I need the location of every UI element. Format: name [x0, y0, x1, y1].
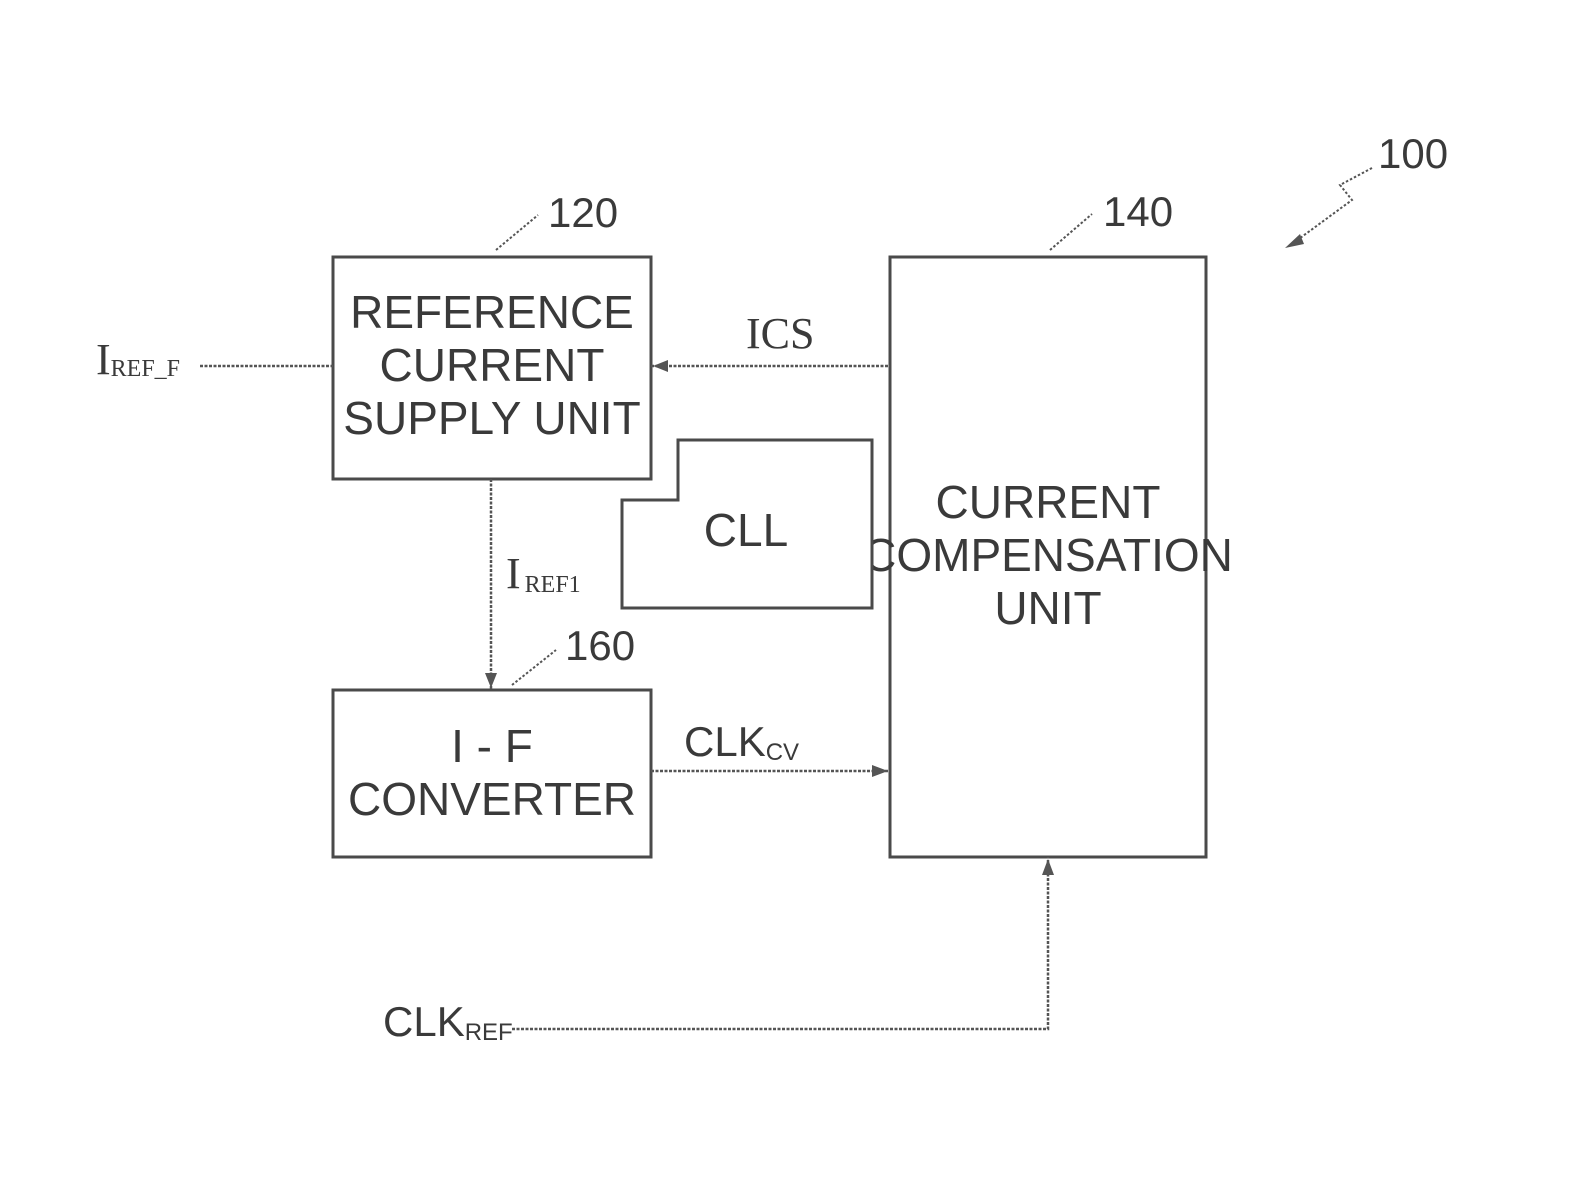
- block-label-line: I - F: [451, 720, 533, 772]
- signal-main: CLK: [383, 998, 465, 1045]
- signal-main: CLK: [684, 718, 766, 765]
- block-label-line: COMPENSATION: [863, 529, 1233, 581]
- signal-ics-label: ICS: [746, 309, 814, 358]
- cll-block: CLL: [622, 440, 872, 608]
- block-reference-leader: [1050, 214, 1092, 250]
- signal-main: I: [506, 549, 521, 598]
- signal-clk-ref-arrow: [1042, 859, 1054, 875]
- signal-iref1-label: IREF1: [506, 549, 581, 598]
- signal-clk-ref: CLKREF: [383, 857, 1054, 1046]
- reference-current-supply-unit: REFERENCE CURRENT SUPPLY UNIT 120: [333, 189, 651, 479]
- block-label-line: CONVERTER: [348, 773, 636, 825]
- signal-iref1-arrow: [485, 673, 497, 688]
- block-label-line: CURRENT: [936, 476, 1161, 528]
- signal-subscript: REF: [465, 1019, 513, 1046]
- block-reference-leader: [512, 650, 556, 685]
- signal-clk-cv: CLKCV: [651, 718, 890, 777]
- figure-reference-number: 100: [1378, 130, 1448, 177]
- block-label-line: CURRENT: [380, 339, 605, 391]
- signal-clk-ref-label: CLKREF: [383, 998, 513, 1046]
- signal-clk-cv-label: CLKCV: [684, 718, 799, 766]
- block-reference-number: 140: [1103, 188, 1173, 235]
- block-label-line: REFERENCE: [350, 286, 634, 338]
- signal-subscript: REF1: [525, 572, 581, 598]
- signal-main: ICS: [746, 309, 814, 358]
- signal-clk-cv-arrow: [872, 765, 888, 777]
- signal-iref-f: IREF_F: [96, 335, 333, 384]
- figure-reference-leader: [1292, 168, 1372, 244]
- cll-label: CLL: [704, 504, 788, 556]
- signal-iref-f-label: IREF_F: [96, 335, 180, 384]
- signal-subscript: REF_F: [111, 356, 180, 382]
- signal-clk-ref-wire: [512, 857, 1048, 1029]
- signal-subscript: CV: [766, 739, 799, 766]
- block-label-line: SUPPLY UNIT: [343, 392, 640, 444]
- figure-reference-100: 100: [1285, 130, 1448, 248]
- current-compensation-unit: CURRENT COMPENSATION UNIT 140: [863, 188, 1233, 857]
- block-label-line: UNIT: [994, 582, 1101, 634]
- block-reference-number: 160: [565, 622, 635, 669]
- block-reference-leader: [496, 215, 538, 250]
- signal-main: I: [96, 335, 111, 384]
- block-reference-number: 120: [548, 189, 618, 236]
- signal-ics-arrow: [653, 360, 668, 372]
- signal-ics: ICS: [651, 309, 890, 372]
